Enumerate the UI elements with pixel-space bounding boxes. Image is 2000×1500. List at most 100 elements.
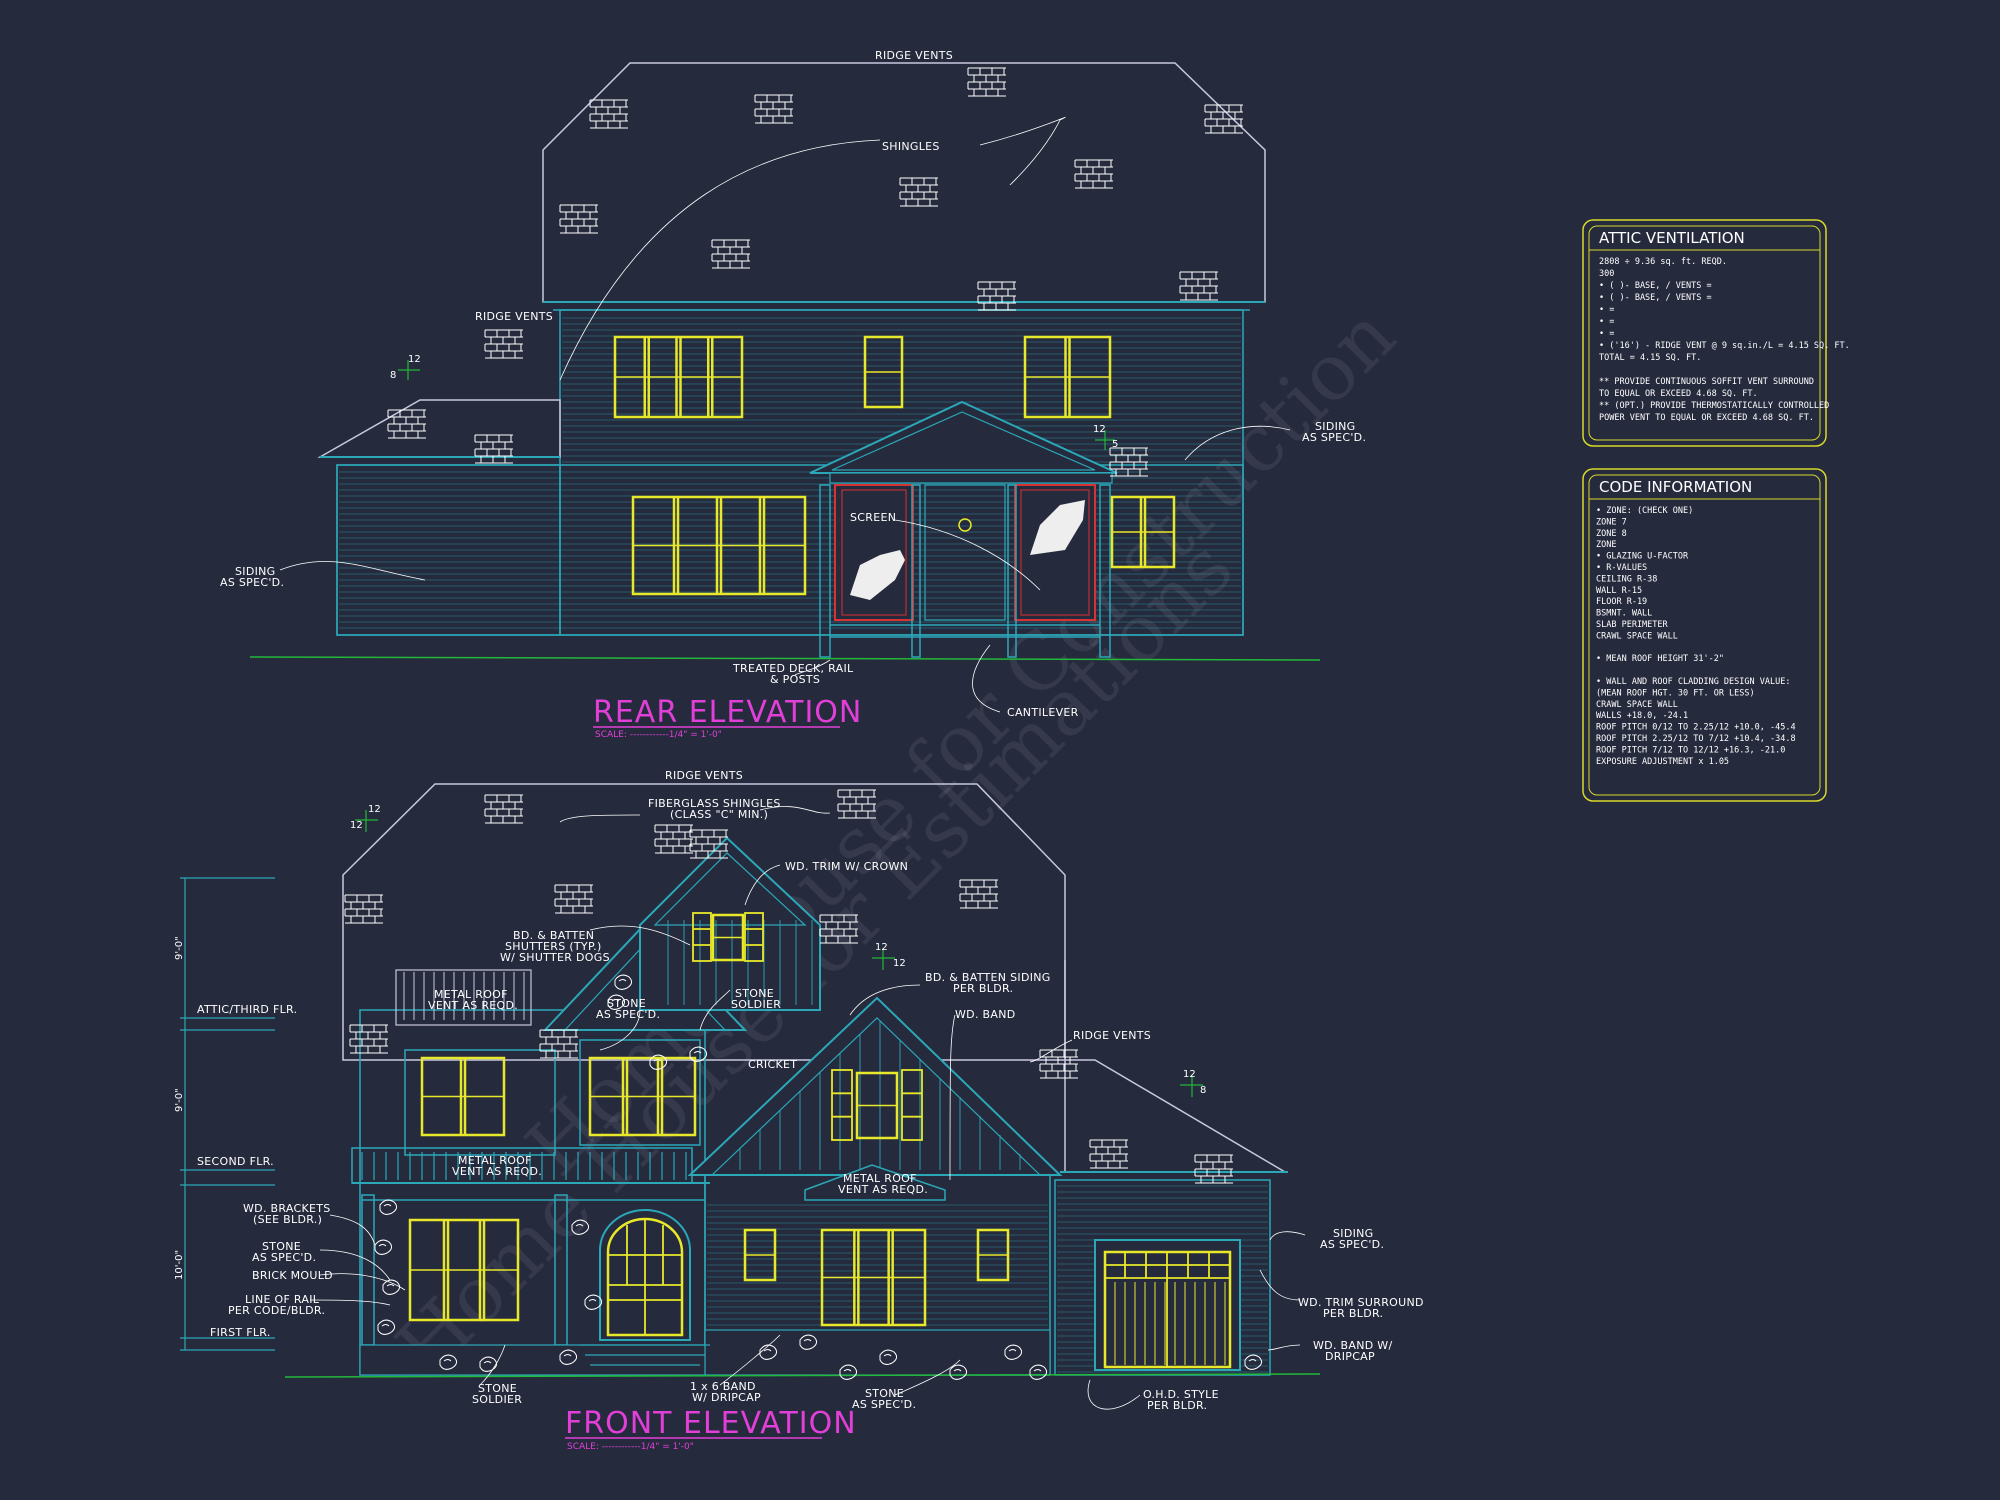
front-siding-right-label-2: AS SPEC'D. (1320, 1238, 1384, 1251)
code-information-line-14: • MEAN ROOF HEIGHT 31'-2" (1596, 654, 1724, 664)
attic-ventilation-line-14: POWER VENT TO EQUAL OR EXCEED 4.68 SQ. F… (1599, 413, 1814, 423)
stone-texture (374, 974, 1263, 1380)
front-ground-line (284, 1373, 1321, 1378)
front-pitch-mid-b: 12 (893, 958, 906, 969)
front-metal-roof-2a: METAL ROOF (458, 1154, 532, 1167)
shutter-1 (692, 912, 712, 962)
rear-pitch-12: 12 (408, 354, 421, 365)
code-information-title: CODE INFORMATION (1599, 478, 1752, 496)
rear-screen-label: SCREEN (850, 511, 896, 524)
front-pitch-left-b: 12 (350, 820, 363, 831)
front-pitch-left-a: 12 (368, 804, 381, 815)
attic-ventilation-line-11: ** PROVIDE CONTINUOUS SOFFIT VENT SURROU… (1599, 377, 1814, 387)
code-information-line-16: • WALL AND ROOF CLADDING DESIGN VALUE: (1596, 677, 1790, 687)
attic-ventilation-line-8: • ('16') - RIDGE VENT @ 9 sq.in./L = 4.1… (1599, 341, 1850, 351)
front-center-gable (639, 836, 821, 1011)
attic-ventilation-line-6: • = (1599, 317, 1614, 327)
front-wd-band-drip-label-1: WD. BAND W/ (1313, 1339, 1393, 1352)
front-stone-soldier-label-2: SOLDIER (731, 998, 781, 1011)
front-bd-batten-label-2: SHUTTERS (TYP.) (505, 940, 602, 953)
rear-ground-line (249, 656, 1321, 661)
code-information-line-6: • R-VALUES (1596, 563, 1647, 573)
attic-ventilation-line-5: • = (1599, 305, 1614, 315)
front-main-roof (342, 783, 1066, 1061)
code-information-line-21: ROOF PITCH 2.25/12 TO 7/12 +10.4, -34.8 (1596, 734, 1796, 744)
front-bd-siding-label-1: BD. & BATTEN SIDING (925, 971, 1051, 984)
attic-ventilation-line-2: 300 (1599, 269, 1614, 279)
front-pitch-right-b: 8 (1200, 1085, 1206, 1096)
shutter-2 (744, 912, 764, 962)
code-information-line-9: FLOOR R-19 (1596, 597, 1647, 607)
front-wd-trim-surround-label-2: PER BLDR. (1323, 1307, 1383, 1320)
code-information-line-12: CRAWL SPACE WALL (1596, 631, 1678, 641)
rear-siding-left-label-1: SIDING (235, 565, 276, 578)
rear-door (924, 484, 1006, 621)
front-stone-left-label-1: STONE (262, 1240, 301, 1253)
shingle-texture (344, 67, 1243, 1184)
attic-ventilation-line-4: • ( )- BASE, / VENTS = (1599, 293, 1712, 303)
code-information-line-11: SLAB PERIMETER (1596, 620, 1669, 630)
shutter-3 (831, 1069, 853, 1141)
front-fiberglass-label-1: FIBERGLASS SHINGLES (648, 797, 781, 810)
shutter-4 (901, 1069, 923, 1141)
front-wd-trim-label: WD. TRIM W/ CROWN (785, 860, 908, 873)
front-elevation: 9'-0" 9'-0" 10'-0" ATTIC/THIRD FLR. SECO… (174, 769, 1424, 1452)
code-information-line-2: ZONE 7 (1596, 517, 1627, 527)
front-siding-right-label-1: SIDING (1333, 1227, 1374, 1240)
rear-porch-pitch-12: 12 (1093, 424, 1106, 435)
level-first-label: FIRST FLR. (210, 1326, 271, 1339)
code-information-line-1: • ZONE: (CHECK ONE) (1596, 506, 1693, 516)
front-band-label-2: W/ DRIPCAP (692, 1391, 761, 1404)
front-bd-batten-label-1: BD. & BATTEN (513, 929, 594, 942)
code-information-line-10: BSMNT. WALL (1596, 609, 1652, 619)
attic-ventilation-line-13: ** (OPT.) PROVIDE THERMOSTATICALLY CONTR… (1599, 401, 1829, 411)
level-attic-label: ATTIC/THIRD FLR. (197, 1003, 297, 1016)
level-dim-mid: 9'-0" (174, 1088, 185, 1112)
attic-ventilation-line-1: 2808 ÷ 9.36 sq. ft. REQD. (1599, 257, 1727, 267)
rear-lower-roof (317, 399, 561, 458)
front-stone-soldier-b-label-1: STONE (478, 1382, 517, 1395)
attic-ventilation-line-12: TO EQUAL OR EXCEED 4.68 SQ. FT. (1599, 389, 1758, 399)
front-pitch-mid-a: 12 (875, 942, 888, 953)
front-stone-spec-label-2: AS SPEC'D. (596, 1008, 660, 1021)
front-brick-mould-label: BRICK MOULD (252, 1269, 333, 1282)
front-wd-brackets-label-2: (SEE BLDR.) (253, 1213, 322, 1226)
front-wd-trim-surround-label-1: WD. TRIM SURROUND (1298, 1296, 1424, 1309)
front-stone-left-label-2: AS SPEC'D. (252, 1251, 316, 1264)
level-dim-bot: 10'-0" (174, 1250, 185, 1280)
front-stone-soldier-b-label-2: SOLDIER (472, 1393, 522, 1406)
front-metal-roof-2b: VENT AS REQD. (452, 1165, 542, 1178)
rear-porch-pitch-5: 5 (1112, 439, 1118, 450)
rear-siding-right-label-1: SIDING (1315, 420, 1356, 433)
code-information-line-20: ROOF PITCH 0/12 TO 2.25/12 +10.0, -45.4 (1596, 723, 1796, 733)
front-elevation-scale: SCALE: ------------1/4" = 1'-0" (567, 1442, 694, 1452)
front-ohd-label-2: PER BLDR. (1147, 1399, 1207, 1412)
front-bd-siding-label-2: PER BLDR. (953, 982, 1013, 995)
front-cricket-label: CRICKET (748, 1058, 797, 1071)
front-stone-spec-label-1: STONE (607, 997, 646, 1010)
front-wd-brackets-label-1: WD. BRACKETS (243, 1202, 331, 1215)
code-information-panel: CODE INFORMATION • ZONE: (CHECK ONE) ZON… (1582, 468, 1827, 802)
level-dim-top: 9'-0" (174, 936, 185, 960)
attic-ventilation-title: ATTIC VENTILATION (1599, 229, 1745, 247)
front-elevation-title: FRONT ELEVATION (565, 1406, 857, 1441)
front-stone-soldier-label-1: STONE (735, 987, 774, 1000)
attic-ventilation-line-9: TOTAL = 4.15 SQ. FT. (1599, 353, 1701, 363)
front-metal-roof-1a: METAL ROOF (434, 988, 508, 1001)
code-information-line-3: ZONE 8 (1596, 529, 1627, 539)
rear-elevation: 12 8 12 5 RIDGE VENTS SHINGLES RIDGE VEN… (220, 49, 1366, 740)
front-pitch-right-a: 12 (1183, 1069, 1196, 1080)
code-information-line-19: WALLS +18.0, -24.1 (1596, 711, 1688, 721)
front-ridge-vents-right-label: RIDGE VENTS (1073, 1029, 1151, 1042)
rear-elevation-title: REAR ELEVATION (593, 695, 862, 730)
code-information-line-23: EXPOSURE ADJUSTMENT x 1.05 (1596, 757, 1729, 767)
attic-ventilation-line-3: • ( )- BASE, / VENTS = (1599, 281, 1712, 291)
front-fiberglass-label-2: (CLASS "C" MIN.) (670, 808, 768, 821)
front-bd-batten-label-3: W/ SHUTTER DOGS (500, 951, 610, 964)
code-information-line-18: CRAWL SPACE WALL (1596, 700, 1678, 710)
front-wd-band-label: WD. BAND (955, 1008, 1016, 1021)
front-line-rail-label-2: PER CODE/BLDR. (228, 1304, 325, 1317)
rear-ridge-vents-top-label: RIDGE VENTS (875, 49, 953, 62)
front-stone-b-label-1: STONE (865, 1387, 904, 1400)
rear-shingles-label: SHINGLES (882, 140, 940, 153)
